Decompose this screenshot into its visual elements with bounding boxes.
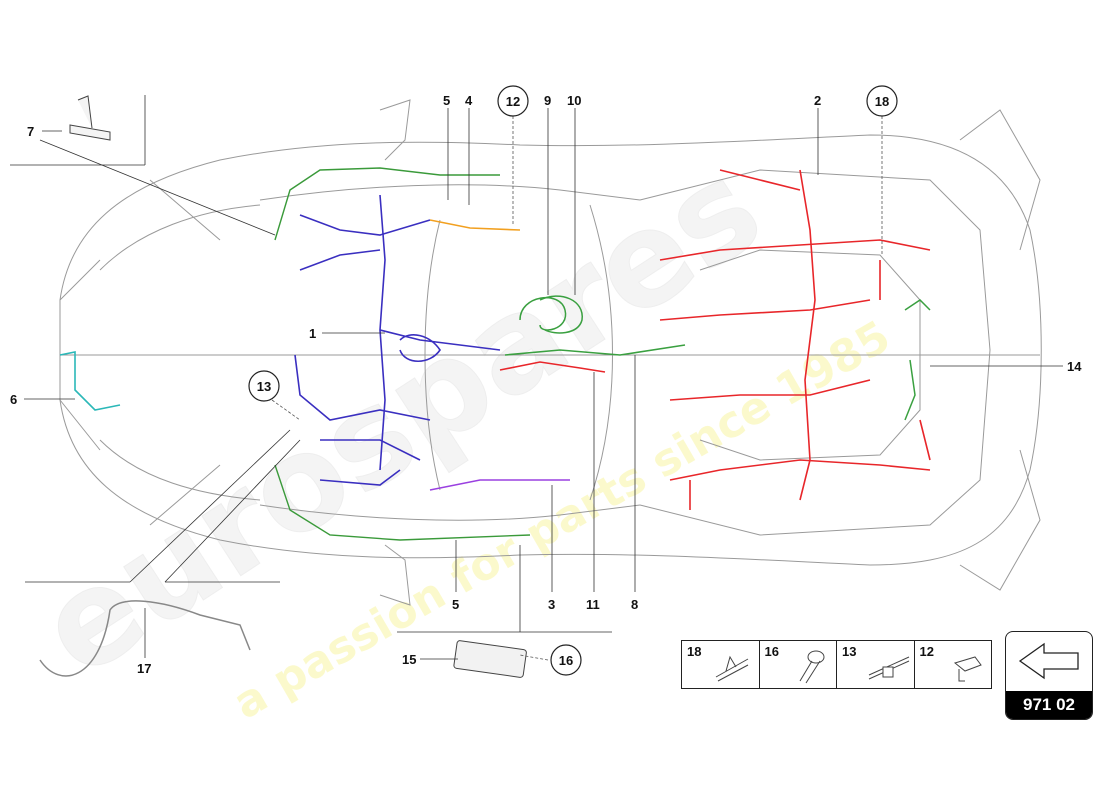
callout-13: 13 xyxy=(257,379,271,394)
leader-lines xyxy=(10,95,1063,661)
callout-6: 6 xyxy=(10,392,17,407)
harness-center-green xyxy=(504,344,686,356)
legend-number: 12 xyxy=(919,644,934,659)
callout-5-top: 5 xyxy=(443,93,450,108)
harness-rear xyxy=(659,169,931,510)
callout-13-circle xyxy=(248,370,280,402)
callout-10: 10 xyxy=(567,93,581,108)
harness-side-left xyxy=(274,167,531,541)
harness-14 xyxy=(904,299,931,421)
callout-5-bottom: 5 xyxy=(452,597,459,612)
callout-4: 4 xyxy=(465,93,473,108)
legend-number: 16 xyxy=(764,644,779,659)
callout-1: 1 xyxy=(309,326,316,341)
previous-page-button[interactable]: 971 02 xyxy=(1005,631,1093,720)
harness-purple xyxy=(429,479,570,491)
cable-tie-holder-icon xyxy=(868,656,910,680)
callout-11: 11 xyxy=(586,597,600,612)
harness-orange xyxy=(429,219,521,231)
arrow-left-icon xyxy=(1018,642,1079,680)
callout-17: 17 xyxy=(137,661,151,676)
screw-icon xyxy=(799,650,824,684)
callout-14: 14 xyxy=(1067,359,1082,374)
legend-item-12: 12 xyxy=(915,641,992,688)
car-outline xyxy=(59,99,1042,606)
legend-item-13: 13 xyxy=(837,641,915,688)
callout-18: 18 xyxy=(875,94,889,109)
callout-12-circle xyxy=(497,85,529,117)
callout-16-circle xyxy=(550,644,582,676)
legend-item-18: 18 xyxy=(682,641,760,688)
callouts: 7 5 4 12 9 10 2 18 1 13 6 14 5 3 11 8 17… xyxy=(10,85,1082,676)
callout-9: 9 xyxy=(544,93,551,108)
callout-12: 12 xyxy=(506,94,520,109)
control-unit-15 xyxy=(453,640,527,678)
harness-main-front xyxy=(294,194,501,486)
callout-18-circle xyxy=(866,85,898,117)
legend-number: 13 xyxy=(842,644,857,659)
callout-15: 15 xyxy=(402,652,416,667)
harness-9-10 xyxy=(519,295,583,334)
legend-item-16: 16 xyxy=(760,641,837,688)
clip-icon xyxy=(715,655,749,682)
callout-3: 3 xyxy=(548,597,555,612)
harness-center-red xyxy=(499,361,606,373)
callout-16: 16 xyxy=(559,653,573,668)
callout-8: 8 xyxy=(631,597,638,612)
harness-cyan xyxy=(59,351,121,411)
fastener-legend: 18 16 13 12 xyxy=(681,640,992,689)
bracket-clip-icon xyxy=(953,656,982,682)
legend-number: 18 xyxy=(687,644,702,659)
callout-2: 2 xyxy=(814,93,821,108)
page-code: 971 02 xyxy=(1006,691,1092,719)
callout-7: 7 xyxy=(27,124,34,139)
bracket-7 xyxy=(69,95,111,141)
harness-17 xyxy=(39,600,251,677)
